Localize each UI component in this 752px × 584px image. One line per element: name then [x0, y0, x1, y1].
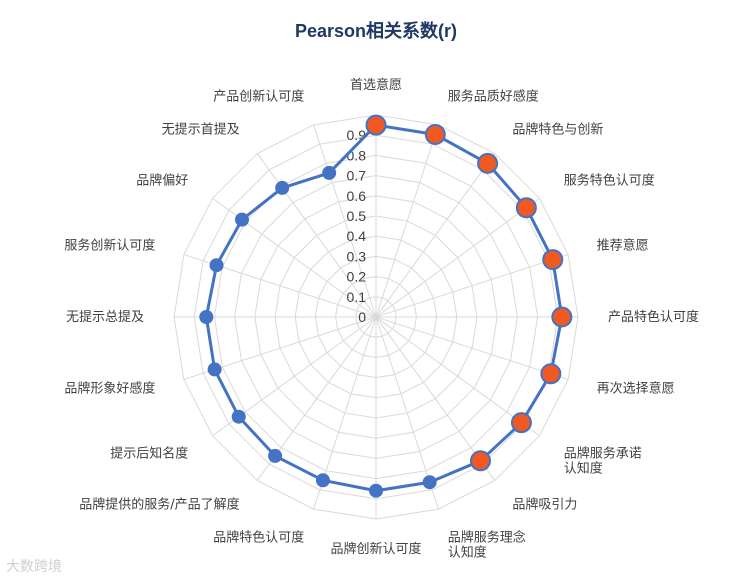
category-label-line: 再次选择意愿 [597, 381, 675, 397]
category-label-line: 无提示首提及 [162, 121, 240, 137]
category-label: 产品特色认可度 [608, 309, 699, 325]
data-point [268, 448, 283, 463]
category-label: 品牌创新认可度 [330, 541, 421, 557]
highlight-point [469, 450, 491, 472]
tick-label: 0.2 [347, 269, 367, 285]
category-label: 品牌服务承诺认知度 [564, 445, 642, 476]
data-point [209, 258, 224, 273]
category-label-line: 无提示总提及 [66, 309, 144, 325]
watermark: 大数跨境 [6, 559, 62, 575]
category-label-line: 品牌提供的服务/产品了解度 [79, 497, 239, 513]
grid-spoke [375, 197, 540, 318]
category-label: 品牌提供的服务/产品了解度 [79, 497, 239, 513]
category-label-line: 服务创新认可度 [64, 237, 155, 253]
category-label: 服务特色认可度 [564, 173, 655, 189]
highlight-point [551, 306, 573, 328]
category-label-line: 首选意愿 [350, 77, 402, 93]
category-label-line: 品牌偏好 [136, 173, 188, 189]
category-label: 品牌特色与创新 [512, 121, 603, 137]
category-label: 品牌特色认可度 [213, 530, 304, 546]
grid-spoke [375, 316, 540, 437]
category-label-line: 产品创新认可度 [213, 88, 304, 104]
category-label: 服务创新认可度 [64, 237, 155, 253]
category-label-line: 品牌服务理念 [448, 530, 526, 546]
chart-title: Pearson相关系数(r) [295, 20, 457, 41]
data-point [275, 180, 290, 195]
data-point [422, 475, 437, 490]
highlight-point [365, 114, 387, 136]
category-label-line: 服务特色认可度 [564, 173, 655, 189]
highlight-point [424, 123, 446, 145]
grid-spoke [375, 153, 496, 318]
category-label: 推荐意愿 [597, 237, 649, 253]
category-label: 无提示总提及 [66, 309, 144, 325]
data-point [207, 362, 222, 377]
category-label-line: 认知度 [564, 460, 603, 476]
category-label: 品牌吸引力 [512, 497, 577, 513]
tick-label: 0.4 [347, 228, 367, 244]
category-label-line: 产品特色认可度 [608, 309, 699, 325]
category-label-line: 品牌特色认可度 [213, 530, 304, 546]
grid-spoke [375, 124, 439, 318]
category-label: 首选意愿 [350, 77, 402, 93]
tick-label: 0.9 [347, 127, 367, 143]
category-label-line: 服务品质好感度 [448, 88, 539, 104]
category-label: 提示后知名度 [110, 445, 188, 461]
tick-label: 0.8 [347, 147, 367, 163]
category-label: 无提示首提及 [162, 121, 240, 137]
highlight-point [477, 152, 499, 174]
tick-label: 0.5 [347, 208, 367, 224]
data-point [231, 409, 246, 424]
highlight-point [510, 412, 532, 434]
category-label: 品牌形象好感度 [64, 381, 155, 397]
category-label-line: 提示后知名度 [110, 445, 188, 461]
grid-spoke [313, 124, 377, 318]
data-point [322, 165, 337, 180]
category-label: 服务品质好感度 [448, 88, 539, 104]
tick-label: 0.3 [347, 248, 367, 264]
category-label-line: 品牌吸引力 [512, 497, 577, 513]
data-point [315, 473, 330, 488]
data-point [234, 212, 249, 227]
category-label-line: 品牌服务承诺 [564, 445, 642, 461]
category-label: 品牌偏好 [136, 173, 188, 189]
tick-label: 0.6 [347, 188, 367, 204]
category-labels: 首选意愿服务品质好感度品牌特色与创新服务特色认可度推荐意愿产品特色认可度再次选择… [64, 77, 699, 561]
data-point [369, 483, 383, 498]
grid-spoke [375, 254, 569, 318]
category-label-line: 认知度 [448, 545, 487, 561]
category-label: 产品创新认可度 [213, 88, 304, 104]
radar-grid [173, 114, 579, 520]
highlight-point [542, 249, 564, 271]
highlight-point [540, 363, 562, 385]
category-label-line: 品牌创新认可度 [330, 541, 421, 557]
highlight-point [515, 197, 537, 219]
tick-label: 0.1 [347, 289, 367, 305]
category-label-line: 品牌形象好感度 [64, 381, 155, 397]
series-group [199, 114, 573, 498]
data-point [199, 310, 214, 324]
category-label: 品牌服务理念认知度 [448, 530, 526, 561]
radial-axis-ticks: 0 0.1 0.2 0.3 0.4 0.5 0.6 0.7 0.8 0.9 [347, 127, 367, 325]
category-label: 再次选择意愿 [597, 381, 675, 397]
category-label-line: 推荐意愿 [597, 237, 649, 253]
tick-label: 0.7 [347, 168, 367, 184]
tick-label: 0 [358, 309, 366, 325]
grid-spoke [375, 316, 569, 380]
category-label-line: 品牌特色与创新 [512, 121, 603, 137]
grid-spoke [256, 153, 377, 318]
